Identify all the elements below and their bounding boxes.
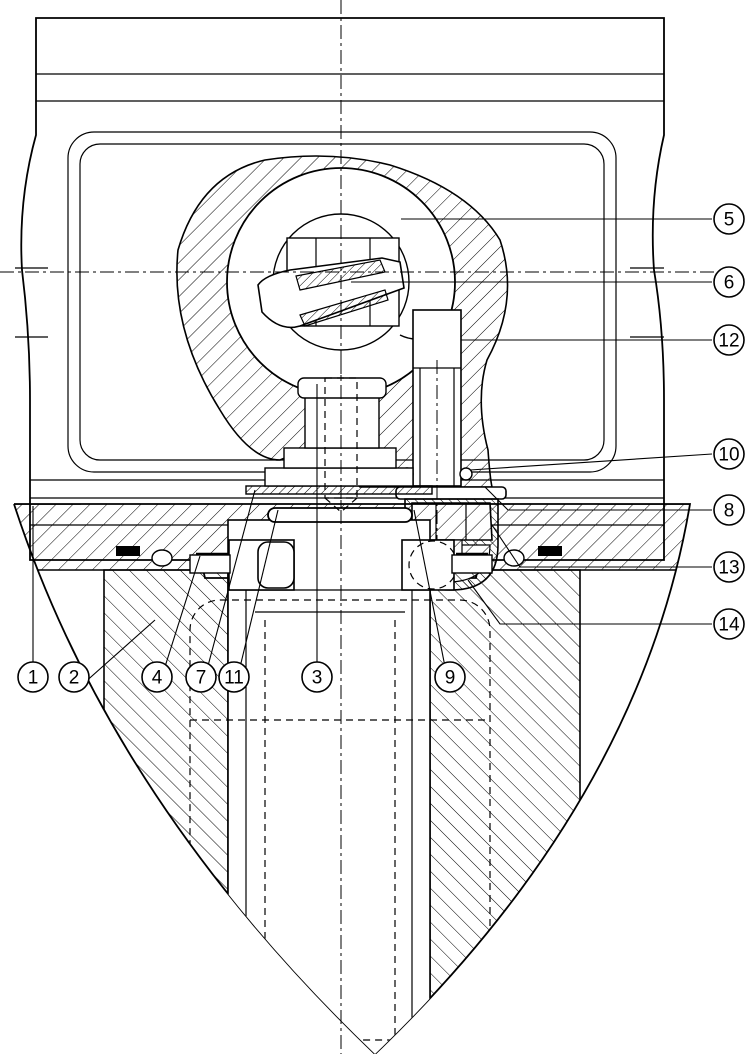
seal-right	[538, 546, 562, 556]
svg-text:2: 2	[69, 668, 80, 689]
body-left	[103, 569, 229, 1054]
svg-text:8: 8	[724, 501, 735, 522]
seal-left	[116, 546, 140, 556]
balloon-12: 12	[713, 324, 745, 356]
shaft-collar	[264, 467, 414, 487]
svg-text:3: 3	[312, 668, 323, 689]
retaining-ring	[267, 507, 413, 523]
bearing-right	[401, 539, 455, 591]
balloon-1: 1	[17, 661, 49, 693]
o-ring-right	[459, 467, 473, 481]
balloon-11: 11	[218, 661, 250, 693]
svg-text:11: 11	[224, 668, 244, 689]
balloon-10: 10	[713, 438, 745, 470]
balloon-13: 13	[713, 551, 745, 583]
o-ring-seal-left	[151, 549, 173, 567]
svg-text:14: 14	[718, 615, 740, 636]
washer-plate	[245, 485, 433, 495]
balloon-14: 14	[713, 608, 745, 640]
svg-text:5: 5	[724, 210, 735, 231]
svg-text:7: 7	[196, 668, 207, 689]
balloon-9: 9	[434, 661, 466, 693]
shaft-step	[283, 447, 397, 469]
balloons: 5 6 12 10 8 13 14 1	[17, 203, 745, 693]
balloon-8: 8	[713, 494, 745, 526]
balloon-5: 5	[713, 203, 745, 235]
body-right	[429, 569, 581, 1054]
svg-text:10: 10	[718, 445, 739, 466]
roller-left	[257, 541, 295, 589]
balloon-7: 7	[185, 661, 217, 693]
balloon-6: 6	[713, 266, 745, 298]
svg-text:4: 4	[152, 668, 163, 689]
balloon-2: 2	[58, 661, 90, 693]
shaft-top	[297, 377, 387, 399]
svg-text:6: 6	[724, 273, 735, 294]
pin-right	[451, 554, 493, 574]
svg-text:12: 12	[718, 331, 739, 352]
svg-text:1: 1	[28, 668, 39, 689]
svg-text:9: 9	[445, 668, 456, 689]
balloon-3: 3	[301, 661, 333, 693]
svg-text:13: 13	[718, 558, 739, 579]
balloon-4: 4	[141, 661, 173, 693]
section-view	[13, 360, 692, 1054]
leader-lines	[32, 218, 713, 693]
shaft-neck	[304, 395, 380, 449]
